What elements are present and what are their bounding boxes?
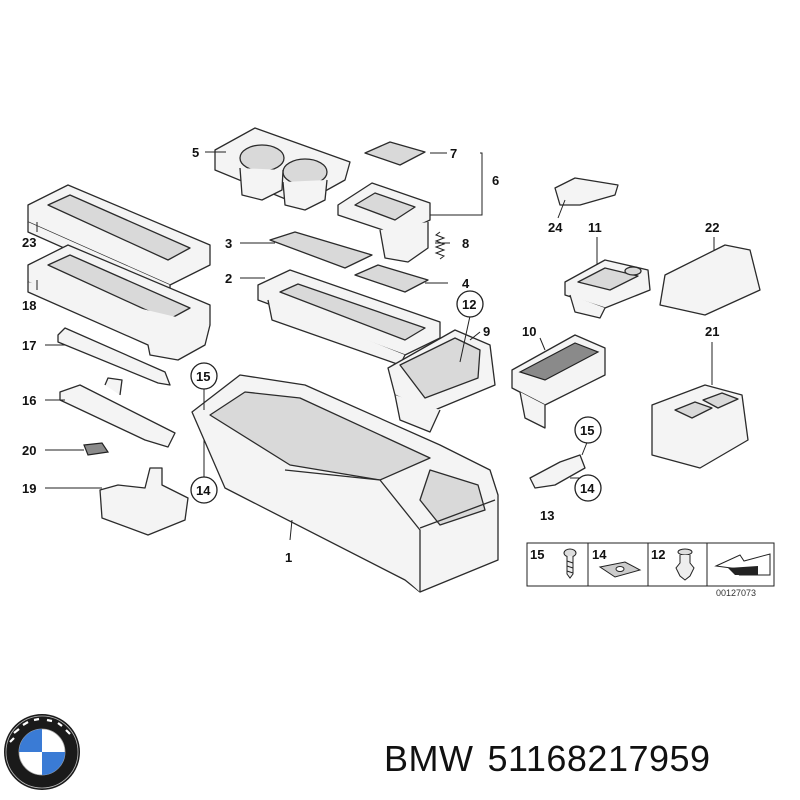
part-20-pad <box>83 442 110 456</box>
diagram-number: 00127073 <box>716 588 756 598</box>
part-24-clip <box>554 177 619 206</box>
footer-brand: BMW 51168217959 <box>384 738 725 780</box>
part-number: 51168217959 <box>487 738 711 779</box>
part-7-lid <box>364 141 426 166</box>
part-18-trim-frame <box>27 244 211 361</box>
part-9-ashtray-housing <box>387 329 496 433</box>
part-10-ashtray <box>511 334 606 429</box>
label-7: 7 <box>450 146 457 161</box>
bmw-logo <box>4 714 80 790</box>
screw-icon <box>563 548 577 579</box>
part-16-bracket <box>59 377 176 448</box>
label-22: 22 <box>705 220 719 235</box>
clip-nut-icon <box>598 561 642 578</box>
part-6-insert <box>337 182 431 263</box>
label-14-circle-a: 14 <box>196 483 211 498</box>
label-24: 24 <box>548 220 563 235</box>
label-8: 8 <box>462 236 469 251</box>
label-3: 3 <box>225 236 232 251</box>
part-8-spring <box>434 231 446 260</box>
label-2: 2 <box>225 271 232 286</box>
part-3-tray-lid <box>269 231 373 269</box>
callout-circles <box>190 290 602 504</box>
label-16: 16 <box>22 393 36 408</box>
part-13-bracket <box>529 454 586 489</box>
part-22-cover <box>659 244 761 316</box>
part-1-center-console <box>191 374 499 593</box>
label-20: 20 <box>22 443 36 458</box>
label-15-circle-b: 15 <box>580 423 594 438</box>
label-10: 10 <box>522 324 536 339</box>
legend-label-12: 12 <box>651 547 665 562</box>
label-23: 23 <box>22 235 36 250</box>
label-15-circle-a: 15 <box>196 369 210 384</box>
label-13: 13 <box>540 508 554 523</box>
label-21: 21 <box>705 324 719 339</box>
direction-arrow-icon <box>714 553 771 576</box>
legend-label-15: 15 <box>530 547 544 562</box>
label-14-circle-b: 14 <box>580 481 595 496</box>
part-11-insert <box>564 259 651 319</box>
part-2-storage-tray <box>257 269 441 366</box>
label-9: 9 <box>483 324 490 339</box>
label-12-circle: 12 <box>462 297 476 312</box>
label-17: 17 <box>22 338 36 353</box>
label-18: 18 <box>22 298 36 313</box>
part-17-strip <box>57 327 171 386</box>
part-21-switch-panel <box>651 384 749 469</box>
part-19-bracket <box>99 467 189 536</box>
fastener-legend: 15 14 12 <box>526 542 775 587</box>
label-11: 11 <box>588 220 602 235</box>
legend-label-14: 14 <box>592 547 607 562</box>
label-1: 1 <box>285 550 292 565</box>
part-4-tray-insert <box>354 264 429 293</box>
push-rivet-icon <box>675 548 695 581</box>
label-6: 6 <box>492 173 499 188</box>
label-4: 4 <box>462 276 470 291</box>
label-19: 19 <box>22 481 36 496</box>
part-labels: 5 7 6 24 11 22 23 3 8 2 4 18 12 9 10 21 … <box>22 145 719 565</box>
brand-name: BMW <box>384 738 474 779</box>
leader-lines <box>36 151 715 541</box>
label-5: 5 <box>192 145 199 160</box>
part-5-cup-holder <box>214 127 351 211</box>
